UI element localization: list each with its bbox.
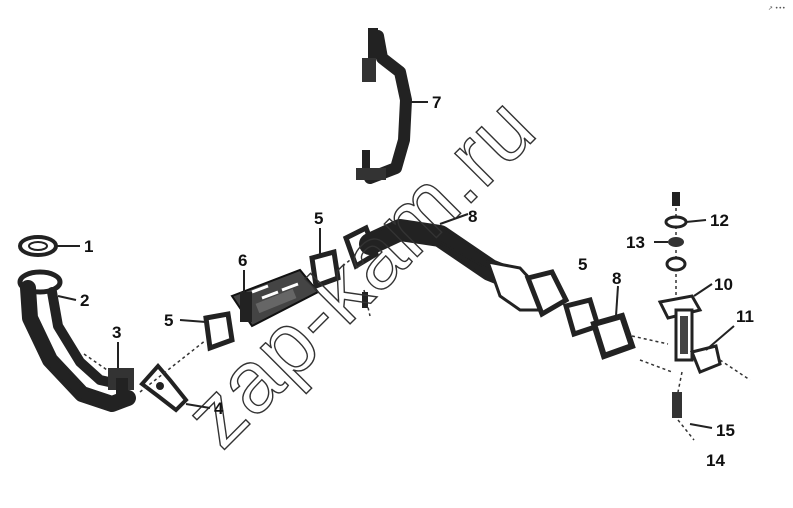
callout-8-flange: 8 — [612, 269, 621, 288]
callout-7: 7 — [432, 93, 441, 112]
part-1-gasket — [18, 235, 58, 257]
callout-8-pipe: 8 — [468, 207, 477, 226]
callout-13: 13 — [626, 233, 645, 252]
callout-14: 14 — [706, 451, 725, 470]
callout-5-left: 5 — [164, 311, 173, 330]
callout-12: 12 — [710, 211, 729, 230]
callout-5-top: 5 — [314, 209, 323, 228]
callout-3: 3 — [112, 323, 121, 342]
callout-11: 11 — [736, 307, 754, 326]
callout-15: 15 — [716, 421, 735, 440]
part-4-bracket — [139, 362, 189, 413]
callout-2: 2 — [80, 291, 89, 310]
callout-1: 1 — [84, 237, 93, 256]
callout-10: 10 — [714, 275, 733, 294]
part-8-pipe — [342, 219, 570, 318]
part-8-flange — [590, 312, 669, 360]
corner-mark: ↗ ••• — [768, 5, 786, 12]
part-5-gasket-mid — [309, 248, 341, 290]
valve-assembly — [639, 192, 751, 441]
callout-5-right: 5 — [578, 255, 587, 274]
part-7-bent-pipe — [356, 28, 412, 184]
leader-lines — [56, 101, 735, 429]
callout-4: 4 — [214, 399, 224, 418]
part-3-clamp — [83, 353, 134, 406]
callout-6: 6 — [238, 251, 247, 270]
part-5-gasket-left — [203, 311, 235, 352]
part-2-elbow-pipe — [17, 269, 136, 412]
part-6-cooler — [230, 268, 320, 328]
